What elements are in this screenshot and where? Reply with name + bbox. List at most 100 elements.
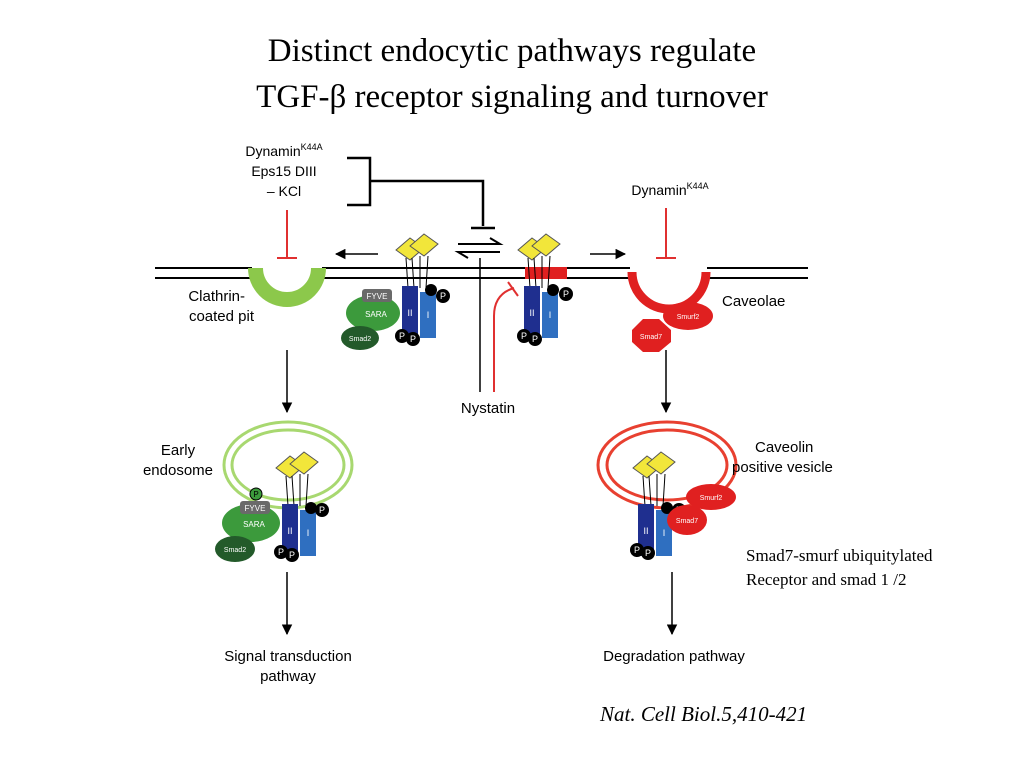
nystatin-inhibition-icon <box>493 287 515 392</box>
svg-text:Smad2: Smad2 <box>349 336 371 343</box>
caveolae-inhibition-icon <box>656 208 676 259</box>
phospho-icon <box>274 545 288 559</box>
phospho-icon <box>406 332 420 346</box>
smad7-protein <box>632 319 671 352</box>
svg-text:Smurf2: Smurf2 <box>677 314 700 321</box>
svg-text:II: II <box>287 526 292 536</box>
title-line-1: Distinct endocytic pathways regulate <box>267 33 757 69</box>
svg-text:II: II <box>407 308 412 318</box>
sara-complex-surface: SARA FYVE Smad2 <box>341 289 400 350</box>
inhibitor-right-label: DynaminK44A <box>631 181 708 198</box>
nystatin-block-bar <box>507 281 519 297</box>
svg-text:I: I <box>427 310 430 320</box>
smad7-smurf2-vesicle: Smurf2 Smad7 <box>667 484 736 535</box>
receptor-type-ii <box>638 504 654 556</box>
note-line-2: Receptor and smad 1 /2 <box>746 570 907 589</box>
svg-text:I: I <box>307 528 310 538</box>
receptor-type-i <box>420 292 436 338</box>
svg-text:FYVE: FYVE <box>367 292 388 301</box>
clathrin-label-line1: Clathrin- <box>188 288 245 305</box>
kcl-text: – KCl <box>267 183 301 199</box>
smurf2-protein <box>663 302 713 330</box>
receptor-complex-surface-left: II I P P P <box>395 233 450 346</box>
signal-pathway-label-2: pathway <box>260 668 316 685</box>
phospho-icon <box>559 287 573 301</box>
svg-text:P: P <box>319 505 325 515</box>
smad7-protein <box>667 505 707 535</box>
receptor-type-i <box>542 292 558 338</box>
note-line-1: Smad7-smurf ubiquitylated <box>746 546 933 565</box>
svg-text:II: II <box>529 308 534 318</box>
svg-text:P: P <box>645 548 651 558</box>
inhibitors-left-label: DynaminK44A Eps15 DIII – KCl <box>245 142 322 199</box>
receptor-type-ii <box>282 504 298 556</box>
slide-title: Distinct endocytic pathways regulate TGF… <box>0 28 1024 120</box>
receptor-type-ii <box>524 286 540 338</box>
sara-complex-endosome: P SARA FYVE Smad2 <box>215 487 280 562</box>
receptor-type-i <box>300 510 316 556</box>
smurf2-protein <box>686 484 736 510</box>
svg-text:I: I <box>663 528 666 538</box>
nystatin-label: Nystatin <box>461 400 515 417</box>
svg-text:DynaminK44A: DynaminK44A <box>245 142 322 159</box>
fyve-domain <box>240 501 270 514</box>
eps15-text: Eps15 DIII <box>251 163 316 179</box>
svg-text:SARA: SARA <box>243 520 265 529</box>
svg-text:P: P <box>521 331 527 341</box>
phospho-icon <box>285 548 299 562</box>
caveolin-vesicle-label-1: Caveolin <box>755 439 813 456</box>
caveolin-vesicle-label-2: positive vesicle <box>732 459 833 476</box>
signal-pathway-label-1: Signal transduction <box>224 648 352 665</box>
smad7-smurf2-surface: Smurf2 Smad7 <box>632 302 713 352</box>
clathrin-coated-pit <box>248 267 326 307</box>
phospho-icon <box>517 329 531 343</box>
phospho-icon <box>249 487 263 501</box>
svg-text:P: P <box>253 490 258 499</box>
annotation-note: Smad7-smurf ubiquitylated Receptor and s… <box>746 544 933 592</box>
clathrin-label-line2: coated pit <box>189 308 255 325</box>
receptor-type-ii <box>402 286 418 338</box>
receptor-complex-vesicle: II I P P P <box>630 451 686 560</box>
svg-text:P: P <box>289 550 295 560</box>
lipid-raft-segment <box>525 267 567 279</box>
phospho-icon <box>528 332 542 346</box>
svg-text:SARA: SARA <box>365 310 387 319</box>
phospho-icon <box>630 543 644 557</box>
svg-text:Smad7: Smad7 <box>676 518 698 525</box>
title-line-2: TGF-β receptor signaling and turnover <box>256 79 768 115</box>
svg-text:P: P <box>563 289 569 299</box>
svg-text:P: P <box>440 291 446 301</box>
inhibitor-bracket <box>347 156 485 226</box>
svg-text:I: I <box>549 310 552 320</box>
equilibrium-arrows-icon <box>454 237 504 259</box>
smad2-protein <box>215 536 255 562</box>
ligand-icon <box>275 451 319 479</box>
dynamin-text: Dynamin <box>245 143 300 159</box>
receptor-complex-endosome: II I P P P <box>274 451 329 562</box>
ligand-icon <box>395 233 439 261</box>
svg-text:Smurf2: Smurf2 <box>700 495 723 502</box>
degradation-pathway-label: Degradation pathway <box>603 648 745 665</box>
plasma-membrane <box>155 267 808 279</box>
svg-text:II: II <box>643 526 648 536</box>
phospho-icon <box>436 289 450 303</box>
caveolae-label: Caveolae <box>722 293 785 310</box>
svg-text:Smad7: Smad7 <box>640 334 662 341</box>
sara-protein <box>346 295 400 331</box>
clathrin-inhibition-icon <box>277 210 297 259</box>
svg-text:P: P <box>278 547 284 557</box>
svg-text:P: P <box>410 334 416 344</box>
svg-text:P: P <box>532 334 538 344</box>
phospho-icon <box>315 503 329 517</box>
svg-text:P: P <box>634 545 640 555</box>
phospho-icon <box>641 546 655 560</box>
citation: Nat. Cell Biol.5,410-421 <box>600 702 808 726</box>
fyve-domain <box>362 289 392 302</box>
svg-text:FYVE: FYVE <box>245 504 266 513</box>
early-endosome-label-2: endosome <box>143 462 213 479</box>
dynamin-superscript: K44A <box>301 142 323 152</box>
smad2-protein <box>341 326 379 350</box>
svg-text:Smad2: Smad2 <box>224 547 246 554</box>
receptor-complex-surface-right: II I P P P <box>517 233 573 346</box>
